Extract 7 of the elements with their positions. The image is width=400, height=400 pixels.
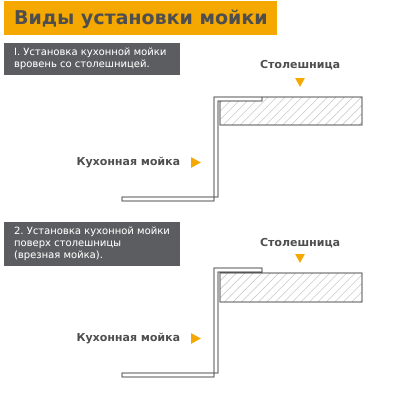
part-label: Столешница — [258, 58, 342, 71]
section-heading: I. Установка кухонной мойки вровень со столешницей. — [4, 43, 180, 75]
part-label: Кухонная мойка — [76, 155, 180, 168]
part-label: Столешница — [258, 236, 342, 249]
title-banner: Виды установки мойки — [4, 1, 277, 35]
part-label: Кухонная мойка — [76, 331, 180, 344]
section-heading: 2. Установка кухонной мойки поверх столешницы (врезная мойка). — [4, 222, 180, 266]
